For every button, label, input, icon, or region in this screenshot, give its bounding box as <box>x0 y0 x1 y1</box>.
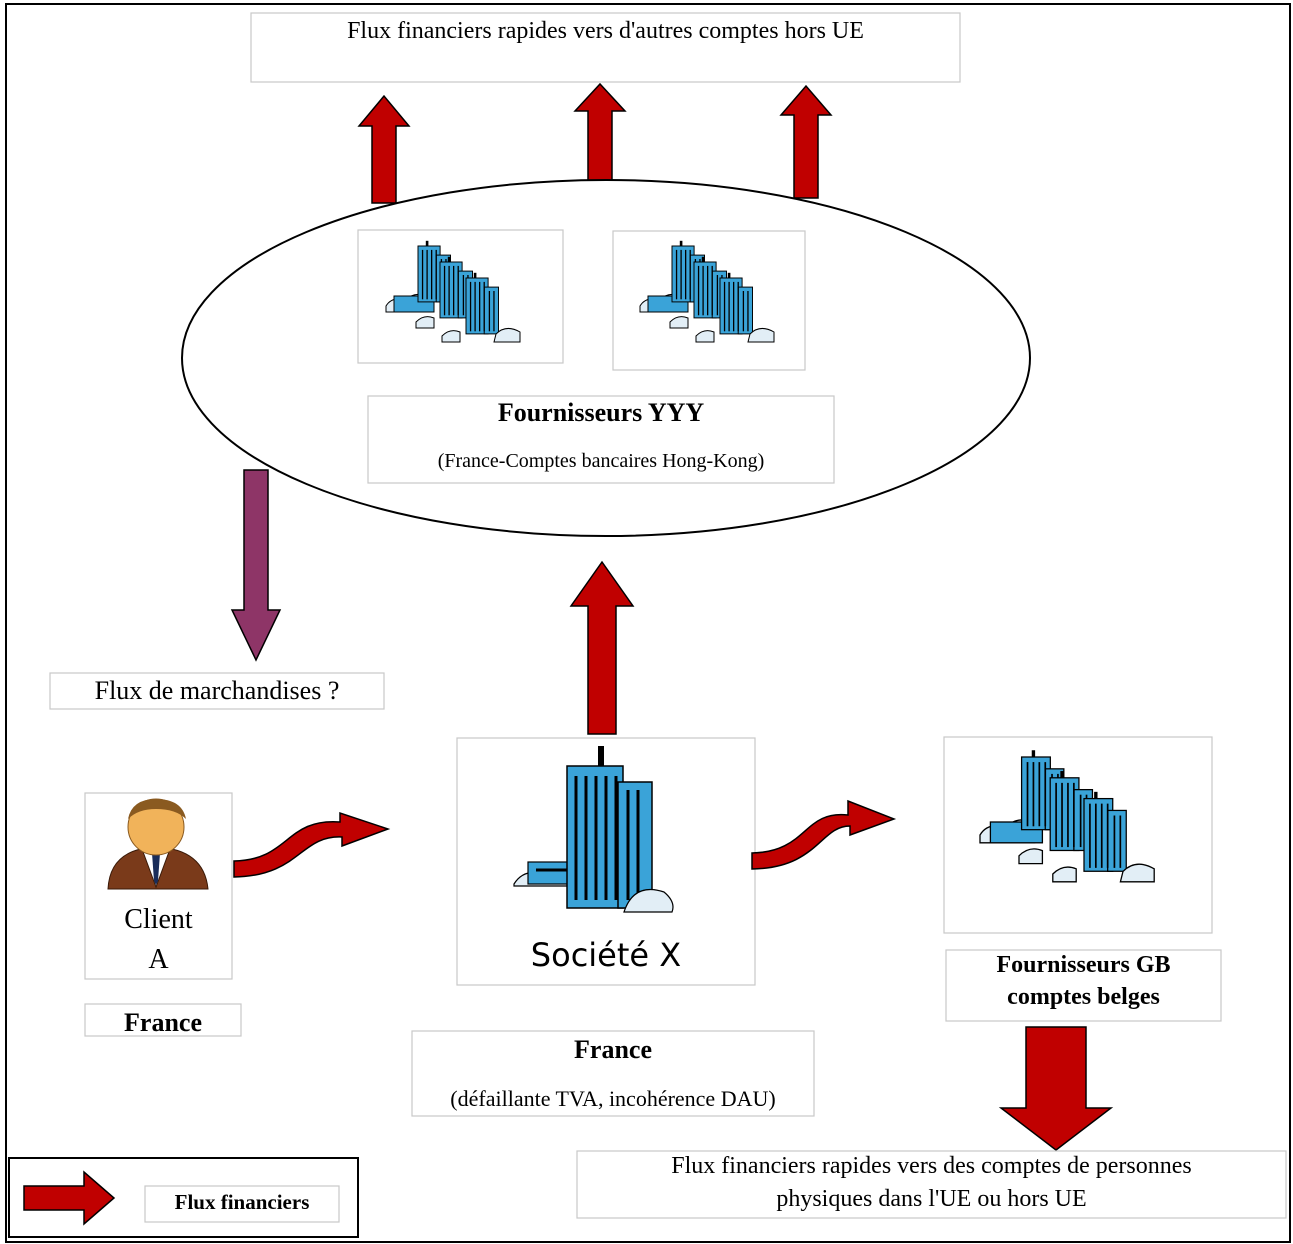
red-up-arrows-top <box>357 82 833 204</box>
client-label-line1: Client <box>124 904 193 935</box>
client-label-line2: A <box>148 944 169 975</box>
building-icon <box>513 746 674 913</box>
red-up-arrow-1 <box>357 94 411 204</box>
yyy-subtitle: (France-Comptes bancaires Hong-Kong) <box>437 450 765 472</box>
client-country-box <box>84 1003 242 1037</box>
gb-label-line2: comptes belges <box>1007 984 1160 1010</box>
legend-red-arrow-icon <box>23 1170 116 1226</box>
societe-detail: (défaillante TVA, incohérence DAU) <box>450 1086 776 1111</box>
bottom-box <box>576 1150 1287 1219</box>
societe-country: France <box>574 1035 652 1064</box>
red-up-arrow-societe <box>569 560 635 735</box>
red-curved-arrow-2 <box>751 799 897 870</box>
red-up-arrow-2 <box>573 82 627 183</box>
legend-label: Flux financiers <box>174 1190 310 1214</box>
gb-label-line1: Fournisseurs GB <box>996 952 1171 978</box>
goods-flow-box <box>49 672 385 710</box>
legend-label-box <box>144 1185 340 1223</box>
bottom-box-line2: physiques dans l'UE ou hors UE <box>776 1186 1087 1212</box>
gb-label-box <box>945 949 1222 1022</box>
top-box <box>250 12 961 83</box>
red-curved-arrow-1 <box>233 811 391 878</box>
goods-flow-label: Flux de marchandises ? <box>94 676 340 705</box>
top-box-text: Flux financiers rapides vers d'autres co… <box>347 18 864 44</box>
client-country: France <box>124 1008 202 1037</box>
yyy-label-box <box>367 395 835 484</box>
red-down-arrow-gb <box>998 1026 1114 1151</box>
societe-name: Société X <box>530 936 682 974</box>
purple-down-arrow <box>230 469 282 662</box>
person-icon <box>107 798 209 890</box>
bottom-box-line1: Flux financiers rapides vers des comptes… <box>671 1153 1192 1179</box>
red-up-arrow-3 <box>779 84 833 199</box>
societe-country-box <box>411 1030 815 1117</box>
yyy-title: Fournisseurs YYY <box>497 398 705 427</box>
page-border <box>5 3 1291 1243</box>
